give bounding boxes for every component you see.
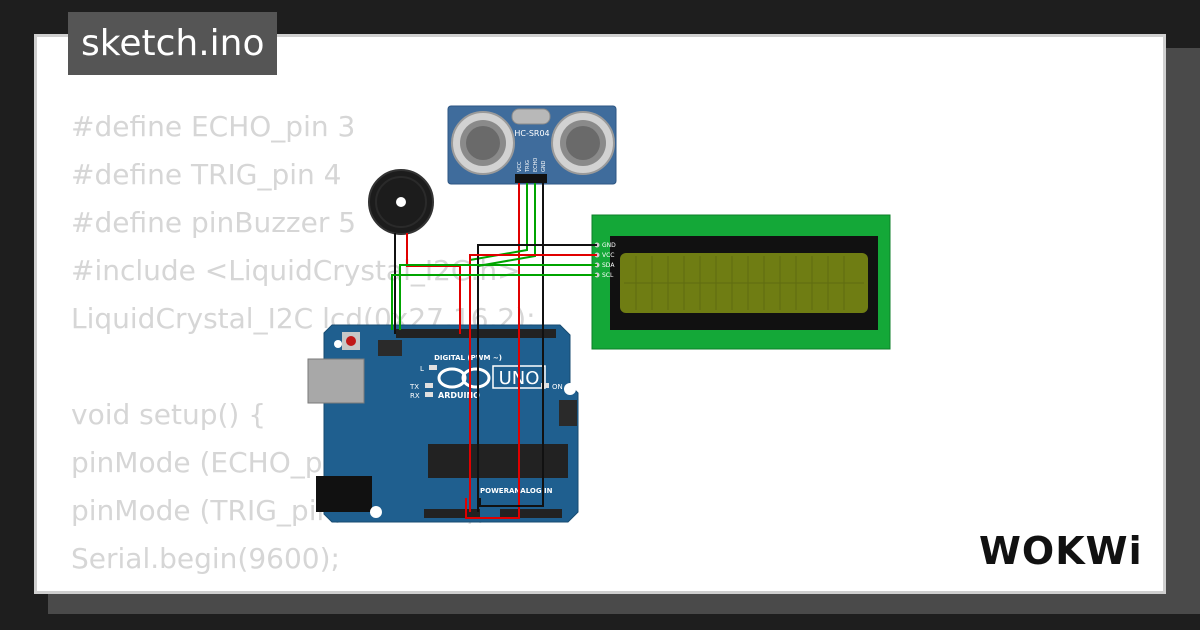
wire-sensor-gnd <box>479 183 544 507</box>
sensor-model-label: HC-SR04 <box>514 129 549 138</box>
lcd-pin-label: VCC <box>602 252 614 259</box>
power-header <box>424 509 480 518</box>
sensor-mesh-left-inner <box>466 126 500 160</box>
code-preview: #define ECHO_pin 3 #define TRIG_pin 4 #d… <box>71 103 536 591</box>
sensor-pin-label: VCC <box>517 161 523 172</box>
sensor-pin-label: GND <box>541 160 547 172</box>
mount-hole <box>334 340 342 348</box>
code-line: lcd.init(); <box>71 583 536 591</box>
sensor-pin-label: TRIG <box>525 160 531 173</box>
analog-label: ANALOG IN <box>509 487 553 495</box>
file-name-tab[interactable]: sketch.ino <box>68 12 278 75</box>
piezo-buzzer[interactable] <box>368 169 434 252</box>
arduino-uno-board[interactable]: DIGITAL (PWM ~) L TX RX ARDUINO UNO ON P… <box>307 324 579 523</box>
buzzer-hole <box>396 197 406 207</box>
wokwi-logo-text: WOKWi <box>979 529 1143 572</box>
rx-label: RX <box>410 392 420 400</box>
tx-label: TX <box>409 383 419 391</box>
lcd-pin-label: GND <box>602 242 616 249</box>
mount-hole <box>370 506 382 518</box>
sensor-pin-label: ECHO <box>533 158 539 172</box>
lcd-pin-label: SDA <box>602 262 615 269</box>
buzzer-ring <box>375 176 427 228</box>
led-tx <box>425 383 433 388</box>
lcd-pin-label: SCL <box>602 272 614 279</box>
icsp2-header <box>559 400 577 426</box>
mount-hole <box>564 383 576 395</box>
lcd-display[interactable]: GND VCC SDA SCL <box>591 214 891 350</box>
led-l-label: L <box>420 365 424 373</box>
on-label: ON <box>552 383 563 391</box>
arduino-infinity-icon <box>437 367 491 389</box>
digital-header <box>396 329 556 338</box>
analog-header <box>500 509 562 518</box>
wire-lcd-vcc <box>469 254 597 512</box>
code-line: #define pinBuzzer 5 <box>71 206 357 239</box>
led-on <box>541 383 549 388</box>
digital-label: DIGITAL (PWM ~) <box>434 354 502 362</box>
code-line: #define TRIG_pin 4 <box>71 158 342 191</box>
power-jack <box>316 476 372 512</box>
ultrasonic-sensor[interactable]: HC-SR04 VCC TRIG ECHO GND <box>447 105 617 185</box>
led-l <box>429 365 437 370</box>
code-line: #define ECHO_pin 3 <box>71 110 356 143</box>
atmega-chip <box>428 444 568 478</box>
wire-lcd-scl <box>391 274 597 330</box>
wokwi-logo: WOKWi <box>979 529 1143 572</box>
brand-label: ARDUINO <box>438 391 480 400</box>
sensor-mesh-right-inner <box>566 126 600 160</box>
led-rx <box>425 392 433 397</box>
icsp-header <box>378 340 402 356</box>
code-line: void setup() { <box>71 398 267 431</box>
wires <box>391 183 597 519</box>
wire-lcd-sda <box>399 264 597 330</box>
wire-lcd-gnd <box>477 244 597 512</box>
lcd-char-grid <box>624 256 864 310</box>
wire-sensor-vcc <box>465 183 520 519</box>
sensor-header-pins <box>515 174 547 183</box>
reset-button[interactable] <box>346 336 356 346</box>
code-line: Serial.begin(9600); <box>71 542 340 575</box>
code-line: #include <LiquidCrystal_I2C.h> <box>71 254 521 287</box>
power-label: POWER <box>480 487 510 495</box>
usb-connector <box>307 358 365 404</box>
sensor-crystal <box>511 108 551 125</box>
